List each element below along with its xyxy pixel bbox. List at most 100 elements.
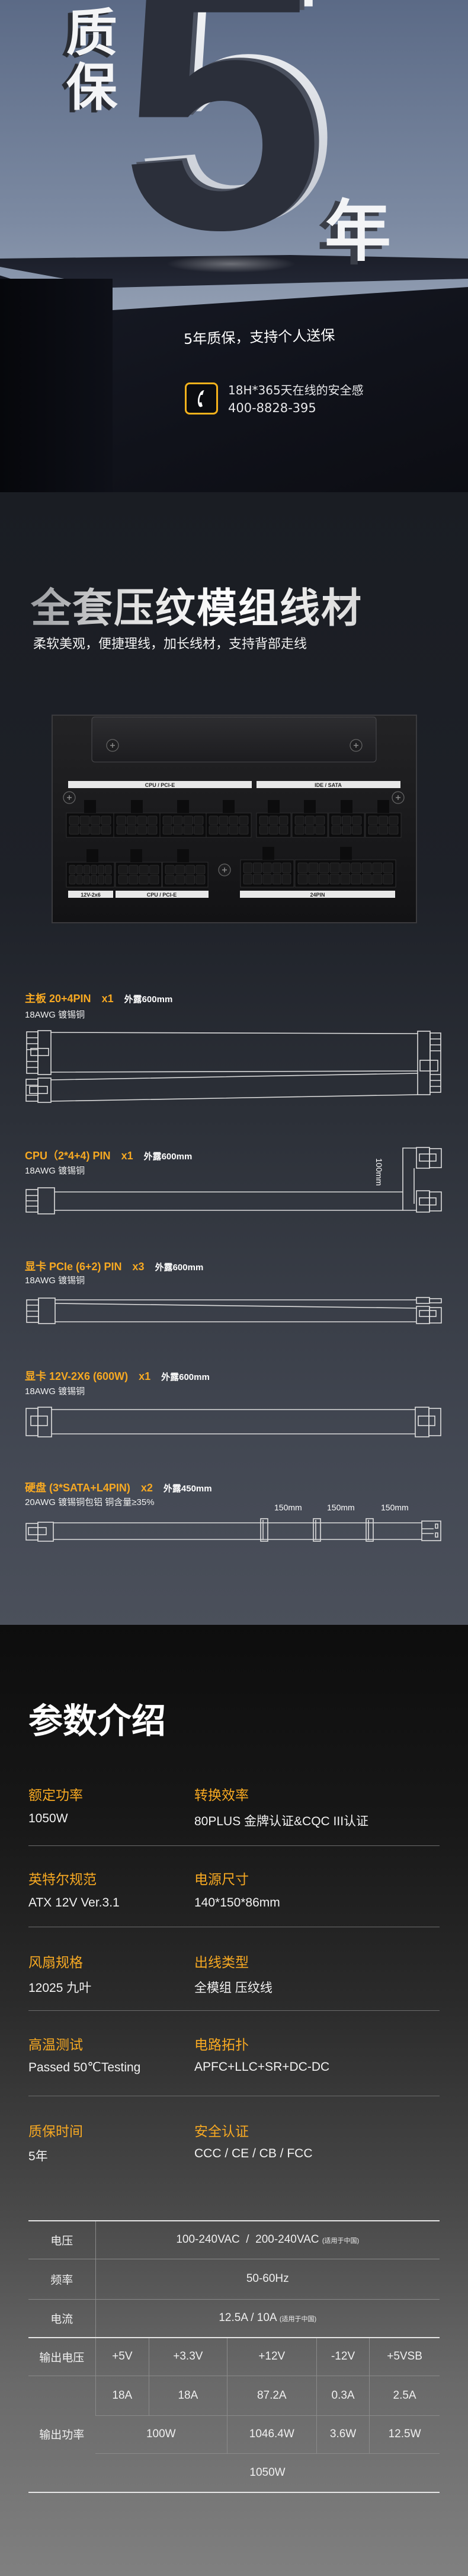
- socket-pin: [209, 815, 219, 825]
- socket-pin: [84, 875, 90, 885]
- table-row-output-current: 输出功率 18A 18A 87.2A 0.3A 2.5A: [28, 2375, 440, 2492]
- voltage-note: (适用于中国): [322, 2237, 360, 2245]
- socket-pin: [127, 815, 137, 825]
- label-ide-sata: IDE / SATA: [315, 782, 342, 788]
- current-cell: 12.5A / 10A (适用于中国): [95, 2298, 440, 2338]
- cable-sata-illustration: [25, 1518, 441, 1542]
- socket-pin: [79, 825, 90, 835]
- socket-latch: [223, 800, 235, 813]
- divider: [28, 1845, 440, 1846]
- socket-pin: [183, 825, 193, 835]
- socket-latch: [130, 849, 142, 862]
- cable-qty: x1: [101, 993, 114, 1005]
- socket-pin: [185, 875, 195, 885]
- cable-length: 外露600mm: [124, 994, 173, 1005]
- rail-cell: +5V: [95, 2337, 149, 2376]
- power-cell: 1046.4W: [226, 2415, 317, 2453]
- socket-latch: [131, 800, 143, 813]
- socket-pin: [297, 862, 308, 873]
- current-note: (适用于中国): [279, 2316, 317, 2323]
- psu-top-plate: [91, 716, 377, 763]
- divider: [28, 2010, 440, 2011]
- socket-pin: [243, 862, 252, 873]
- warranty-3d-text: 质 保: [66, 6, 117, 115]
- socket-pin: [105, 875, 112, 885]
- param-label: 风扇规格: [28, 1955, 83, 1970]
- socket-pin: [195, 875, 206, 885]
- cable-qty: x1: [139, 1370, 151, 1382]
- socket-pin: [282, 873, 291, 885]
- socket-pin: [239, 815, 249, 825]
- socket-pin: [209, 825, 219, 835]
- param-value: 80PLUS 金牌认证&CQC III认证: [194, 1815, 369, 1828]
- table-row-frequency: 频率 50-60Hz: [28, 2258, 440, 2299]
- cable-spec: 18AWG 镀锡铜: [25, 1386, 85, 1397]
- modular-cables-section: 全套压纹模组线材 柔软美观，便捷理线，加长线材，支持背部走线 CPU / PCI…: [0, 492, 468, 1625]
- socket-pin: [118, 865, 128, 875]
- cable-cpu-illustration: [25, 1147, 442, 1214]
- socket-pin: [69, 815, 79, 825]
- socket-latch: [268, 800, 280, 813]
- socket-pin: [259, 815, 268, 825]
- socket-pin: [101, 825, 111, 835]
- socket-latch: [177, 849, 189, 862]
- warranty-banner: 质 保 5 年 5年质保，支持个人送保 18H*365天在线的安全感 400-8…: [0, 0, 468, 492]
- socket-pin: [308, 862, 319, 873]
- screw-icon: [222, 868, 227, 872]
- socket-pin: [294, 815, 304, 825]
- hotline-number[interactable]: 400-8828-395: [228, 401, 316, 415]
- socket-pin: [305, 815, 315, 825]
- socket-pin: [361, 862, 372, 873]
- rail-cell: -12V: [316, 2337, 370, 2376]
- warranty-tagline: 5年质保，支持个人送保: [183, 327, 335, 347]
- cable-spec: 18AWG 镀锡铜: [25, 1276, 85, 1286]
- socket-pin: [243, 873, 252, 885]
- socket-pin: [149, 875, 159, 885]
- socket-pin: [308, 873, 319, 885]
- socket-pin: [319, 873, 329, 885]
- socket-pin: [329, 873, 340, 885]
- table-row-voltage: 电压 100-240VAC / 200-240VAC (适用于中国): [28, 2220, 440, 2259]
- socket-pin: [127, 825, 137, 835]
- cable-length: 外露600mm: [143, 1152, 193, 1162]
- socket-pin: [329, 862, 340, 873]
- socket-pin: [269, 815, 278, 825]
- socket-pin: [148, 815, 158, 825]
- cable-24pin-illustration: [25, 1030, 441, 1103]
- socket-pin: [368, 825, 378, 835]
- row-label: 频率: [28, 2258, 95, 2299]
- socket-pin: [272, 873, 281, 885]
- table-row-total-power: 1050W: [28, 2453, 440, 2492]
- current-cell: 18A: [149, 2375, 227, 2415]
- param-label: 电源尺寸: [194, 1872, 249, 1887]
- socket-pin: [279, 825, 289, 835]
- screw-icon: [396, 795, 400, 800]
- socket-pin: [253, 862, 262, 873]
- socket-pin: [351, 873, 361, 885]
- param-value: 12025 九叶: [28, 1981, 92, 1995]
- cable-spec: 18AWG 镀锡铜: [25, 1010, 85, 1020]
- socket-latch: [341, 800, 352, 813]
- socket-pin: [129, 865, 139, 875]
- label-cpu-pcie-top: CPU / PCI-E: [145, 782, 175, 788]
- socket-pin: [173, 825, 183, 835]
- total-power: 1050W: [95, 2453, 440, 2492]
- socket-latch: [340, 847, 352, 860]
- table-row-output-voltage: 输出电压 +5V +3.3V +12V -12V +5VSB: [28, 2337, 440, 2376]
- warranty-big-number: 5: [133, 0, 338, 279]
- power-cell: 12.5W: [369, 2415, 440, 2453]
- socket-pin: [185, 865, 195, 875]
- current-cell: 18A: [95, 2375, 149, 2415]
- socket-pin: [219, 825, 229, 835]
- socket-pin: [379, 825, 388, 835]
- phone-icon: [185, 382, 218, 415]
- socket-pin: [183, 815, 193, 825]
- electrical-spec-table: 电压 100-240VAC / 200-240VAC (适用于中国) 频率 50…: [28, 2220, 440, 2493]
- socket-pin: [98, 865, 105, 875]
- big-char-bao: 保: [66, 59, 117, 116]
- cable-pcie-illustration: [26, 1297, 442, 1324]
- current-cell: 0.3A: [316, 2375, 370, 2415]
- cable-name: 显卡 PCIe (6+2) PIN: [25, 1261, 122, 1273]
